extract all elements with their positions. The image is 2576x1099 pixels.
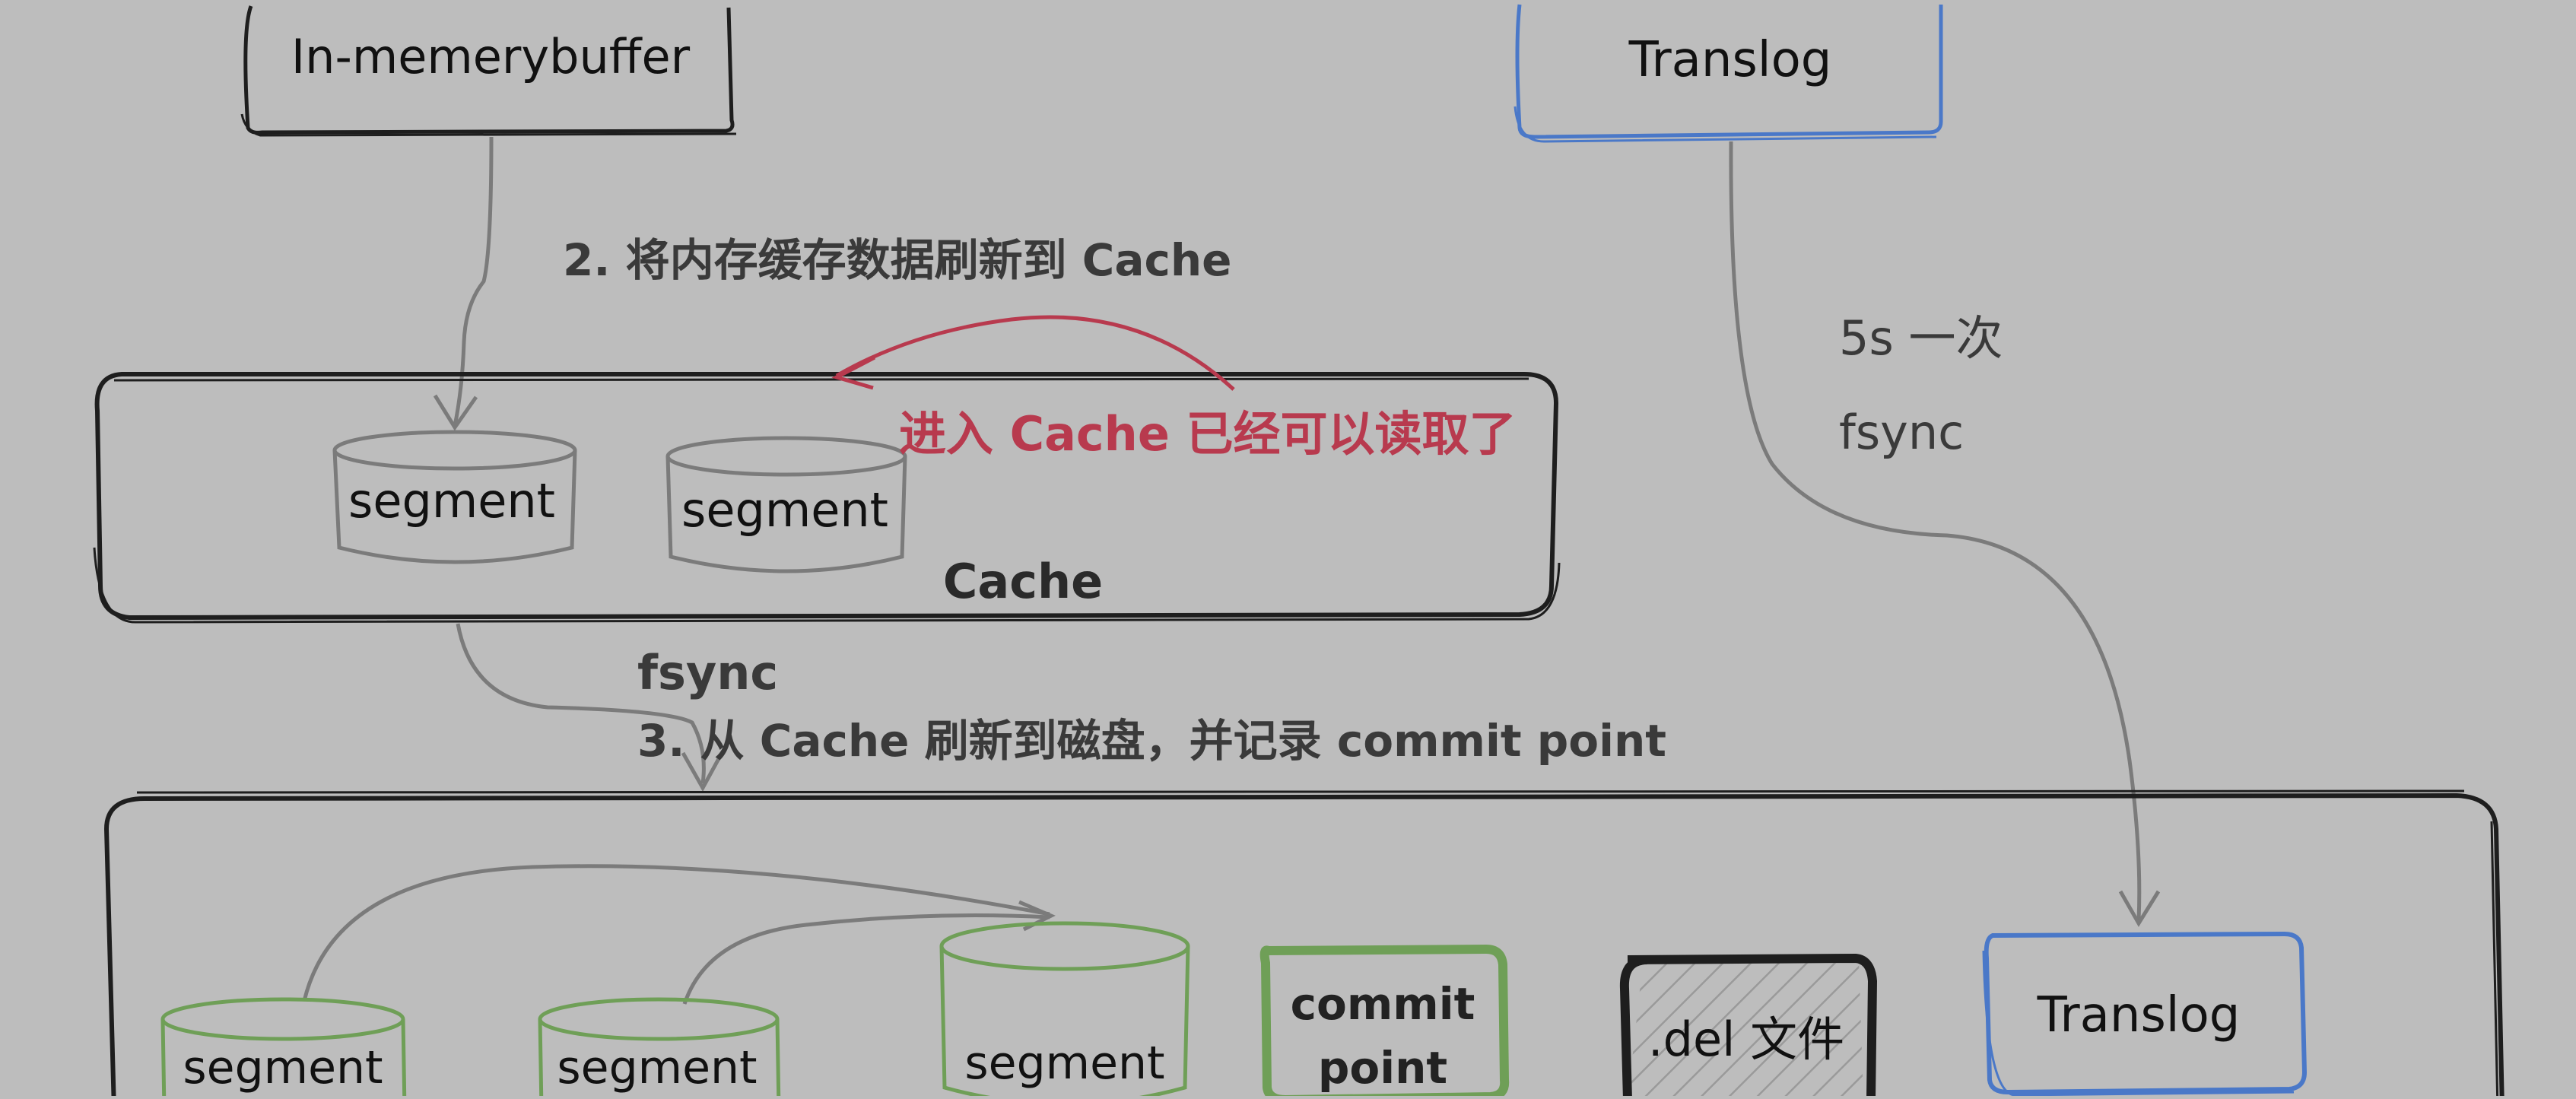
readable-annotation: 进入 Cache 已经可以读取了 xyxy=(899,406,1516,462)
cache-to-disk-arrow xyxy=(456,623,723,792)
translog-to-disk-arrow xyxy=(1729,141,2161,927)
translog-bottom-label: Translog xyxy=(2037,987,2241,1043)
disk-segment-3-label: segment xyxy=(964,1037,1164,1090)
translog-bottom-box: Translog xyxy=(1982,931,2308,1097)
interval-annotation: 5s 一次 xyxy=(1839,310,2003,366)
translog-top-box: Translog xyxy=(1514,4,1943,143)
commit-point-box: commit point xyxy=(1259,944,1510,1099)
disk-container xyxy=(103,789,2505,1099)
merge-arrow-1 xyxy=(302,864,1056,1002)
step2-annotation: 2. 将内存缓存数据刷新到 Cache xyxy=(563,234,1232,286)
memory-buffer-box: In-memerybuffer xyxy=(240,5,737,137)
merge-arrow-2 xyxy=(682,913,1050,1005)
cache-segment-1-label: segment xyxy=(348,473,555,529)
disk-segment-1-label: segment xyxy=(183,1041,383,1094)
step3-annotation: 3. 从 Cache 刷新到磁盘，并记录 commit point xyxy=(637,715,1666,767)
disk-segment-2: segment xyxy=(538,997,781,1099)
readable-arrow xyxy=(831,315,1235,391)
fsync-cache-annotation: fsync xyxy=(637,645,778,700)
cache-segment-2-label: segment xyxy=(681,482,888,538)
disk-segment-3: segment xyxy=(939,921,1190,1099)
del-file-label: .del 文件 xyxy=(1648,1012,1844,1067)
disk-segment-2-label: segment xyxy=(557,1041,757,1094)
cache-segment-1: segment xyxy=(332,430,577,564)
buffer-to-cache-arrow xyxy=(433,136,494,431)
fsync-translog-annotation: fsync xyxy=(1839,405,1964,460)
commit-point-line-1: commit xyxy=(1291,978,1475,1030)
disk-segment-1: segment xyxy=(160,997,407,1099)
commit-point-line-2: point xyxy=(1318,1042,1447,1094)
translog-top-label: Translog xyxy=(1628,32,1832,88)
cache-label: Cache xyxy=(943,554,1103,609)
del-file-box: .del 文件 xyxy=(1619,953,1878,1099)
memory-buffer-label: In-memerybuffer xyxy=(291,29,691,84)
cache-container: Cache xyxy=(93,372,1561,624)
cache-segment-2: segment xyxy=(665,436,907,573)
